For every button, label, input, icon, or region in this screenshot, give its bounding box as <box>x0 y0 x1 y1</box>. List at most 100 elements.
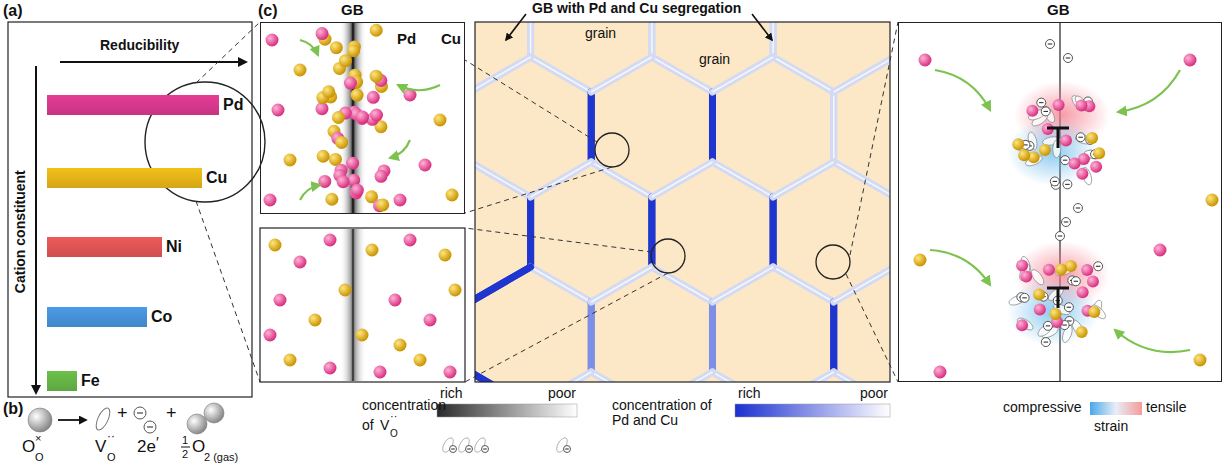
grain-boundary-core <box>652 267 713 302</box>
bar: Co <box>47 307 147 327</box>
grain-boundary-core <box>651 22 653 57</box>
cu-atom <box>1086 132 1098 144</box>
zoom-circle <box>651 239 685 273</box>
grain-boundaries <box>475 22 890 382</box>
cu-atom <box>366 244 379 257</box>
equation-term: O <box>35 451 44 463</box>
grain-boundary-core <box>834 162 890 197</box>
grain-boundary-core <box>773 372 834 382</box>
equation-term: V <box>95 438 106 457</box>
legend-label: concentration of Pd and Cu <box>612 398 732 429</box>
grain-boundary <box>475 372 531 382</box>
cu-atom <box>356 329 369 342</box>
axis-label: Reducibility <box>100 38 179 53</box>
cu-atom <box>1055 264 1067 276</box>
electron-sign <box>1063 160 1068 161</box>
grain-boundary-core <box>531 372 592 382</box>
gb-band <box>340 229 366 381</box>
map-label: grain <box>583 26 618 41</box>
grain-boundary <box>531 267 592 302</box>
pd-atom <box>1053 99 1065 111</box>
electron-sign <box>1039 102 1044 103</box>
grain-boundary-core <box>833 92 835 162</box>
grain-boundary <box>834 267 890 302</box>
equation-term: ′ <box>156 434 159 451</box>
legend-label: ·· <box>390 410 397 422</box>
bar: Fe <box>47 371 77 391</box>
grain-boundary-core <box>834 162 890 197</box>
pd-atom <box>346 157 359 170</box>
grain-boundary <box>709 92 716 162</box>
electron <box>1041 107 1050 116</box>
electron <box>1061 156 1070 165</box>
legend-label: O <box>390 428 398 439</box>
electron-sign <box>137 412 143 413</box>
electron <box>1074 204 1083 213</box>
legend-label: tensile <box>1146 400 1186 415</box>
grain-boundary <box>834 267 890 302</box>
grain-boundary <box>773 57 834 92</box>
zoom-line <box>196 22 260 83</box>
grain-boundary <box>709 302 716 372</box>
strain-gradient <box>1090 402 1142 415</box>
grain-boundary <box>531 57 592 92</box>
oxygen-atom <box>187 414 207 434</box>
grain-boundary-core <box>652 372 713 382</box>
pd-atom <box>1016 260 1028 272</box>
electron-sign <box>1053 181 1058 182</box>
equation-term: 2e <box>137 438 156 457</box>
bar-label: Co <box>151 308 172 326</box>
fraction-bar <box>181 447 190 448</box>
gb-core <box>352 229 354 381</box>
panel-label: Pd <box>397 31 416 48</box>
grain-boundary <box>773 267 834 302</box>
grain-boundary-core <box>773 57 834 92</box>
panel-label: GB <box>341 2 364 19</box>
pointer-arrow <box>752 14 772 40</box>
diffusion-arrow <box>300 40 318 55</box>
grain-boundary <box>830 302 837 372</box>
electron <box>1064 54 1073 63</box>
grain-boundary-core <box>531 372 592 382</box>
grain-boundary <box>648 22 655 57</box>
vacancy <box>1089 303 1108 321</box>
grain-boundary-core <box>712 162 773 197</box>
grain-boundary <box>591 372 652 382</box>
grain-boundary <box>712 162 773 197</box>
diffusion-arrow <box>1118 70 1180 112</box>
grain-boundary <box>712 372 773 382</box>
zoom-line <box>850 22 898 255</box>
grain-boundary-core <box>834 267 890 302</box>
bar-label: Cu <box>206 169 227 187</box>
reaction-arrow <box>58 419 86 421</box>
pd-atom <box>316 27 329 40</box>
grain-boundary-core <box>531 57 592 92</box>
grain-boundary <box>531 162 592 197</box>
grain-boundary <box>712 267 773 302</box>
cu-atom <box>1033 288 1045 300</box>
grain-boundary-core <box>531 57 592 92</box>
grain-boundary <box>834 57 890 92</box>
grain-boundary <box>591 162 652 197</box>
panel-letter: (b) <box>3 400 23 418</box>
zoom-line <box>196 201 260 382</box>
grain-boundary <box>773 162 834 197</box>
grain-boundary <box>709 302 716 372</box>
pd-atom <box>294 256 307 269</box>
equation-term: 2 (gas) <box>204 451 238 463</box>
panel-label: Cu <box>441 31 461 48</box>
electron <box>564 446 571 453</box>
grain-boundary <box>834 372 890 382</box>
electron <box>1056 232 1065 241</box>
pd-atom <box>1076 99 1088 111</box>
electron <box>144 421 156 433</box>
electron-sign <box>1022 297 1027 298</box>
cu-atom <box>1076 326 1088 338</box>
grain-boundary <box>652 162 713 197</box>
grain-boundary-core <box>773 162 834 197</box>
electron-sign <box>1078 137 1083 138</box>
grain-boundary-core <box>591 267 652 302</box>
grain-boundary-core <box>475 57 531 92</box>
grain-boundary <box>773 57 834 92</box>
pd-atom <box>264 194 277 207</box>
